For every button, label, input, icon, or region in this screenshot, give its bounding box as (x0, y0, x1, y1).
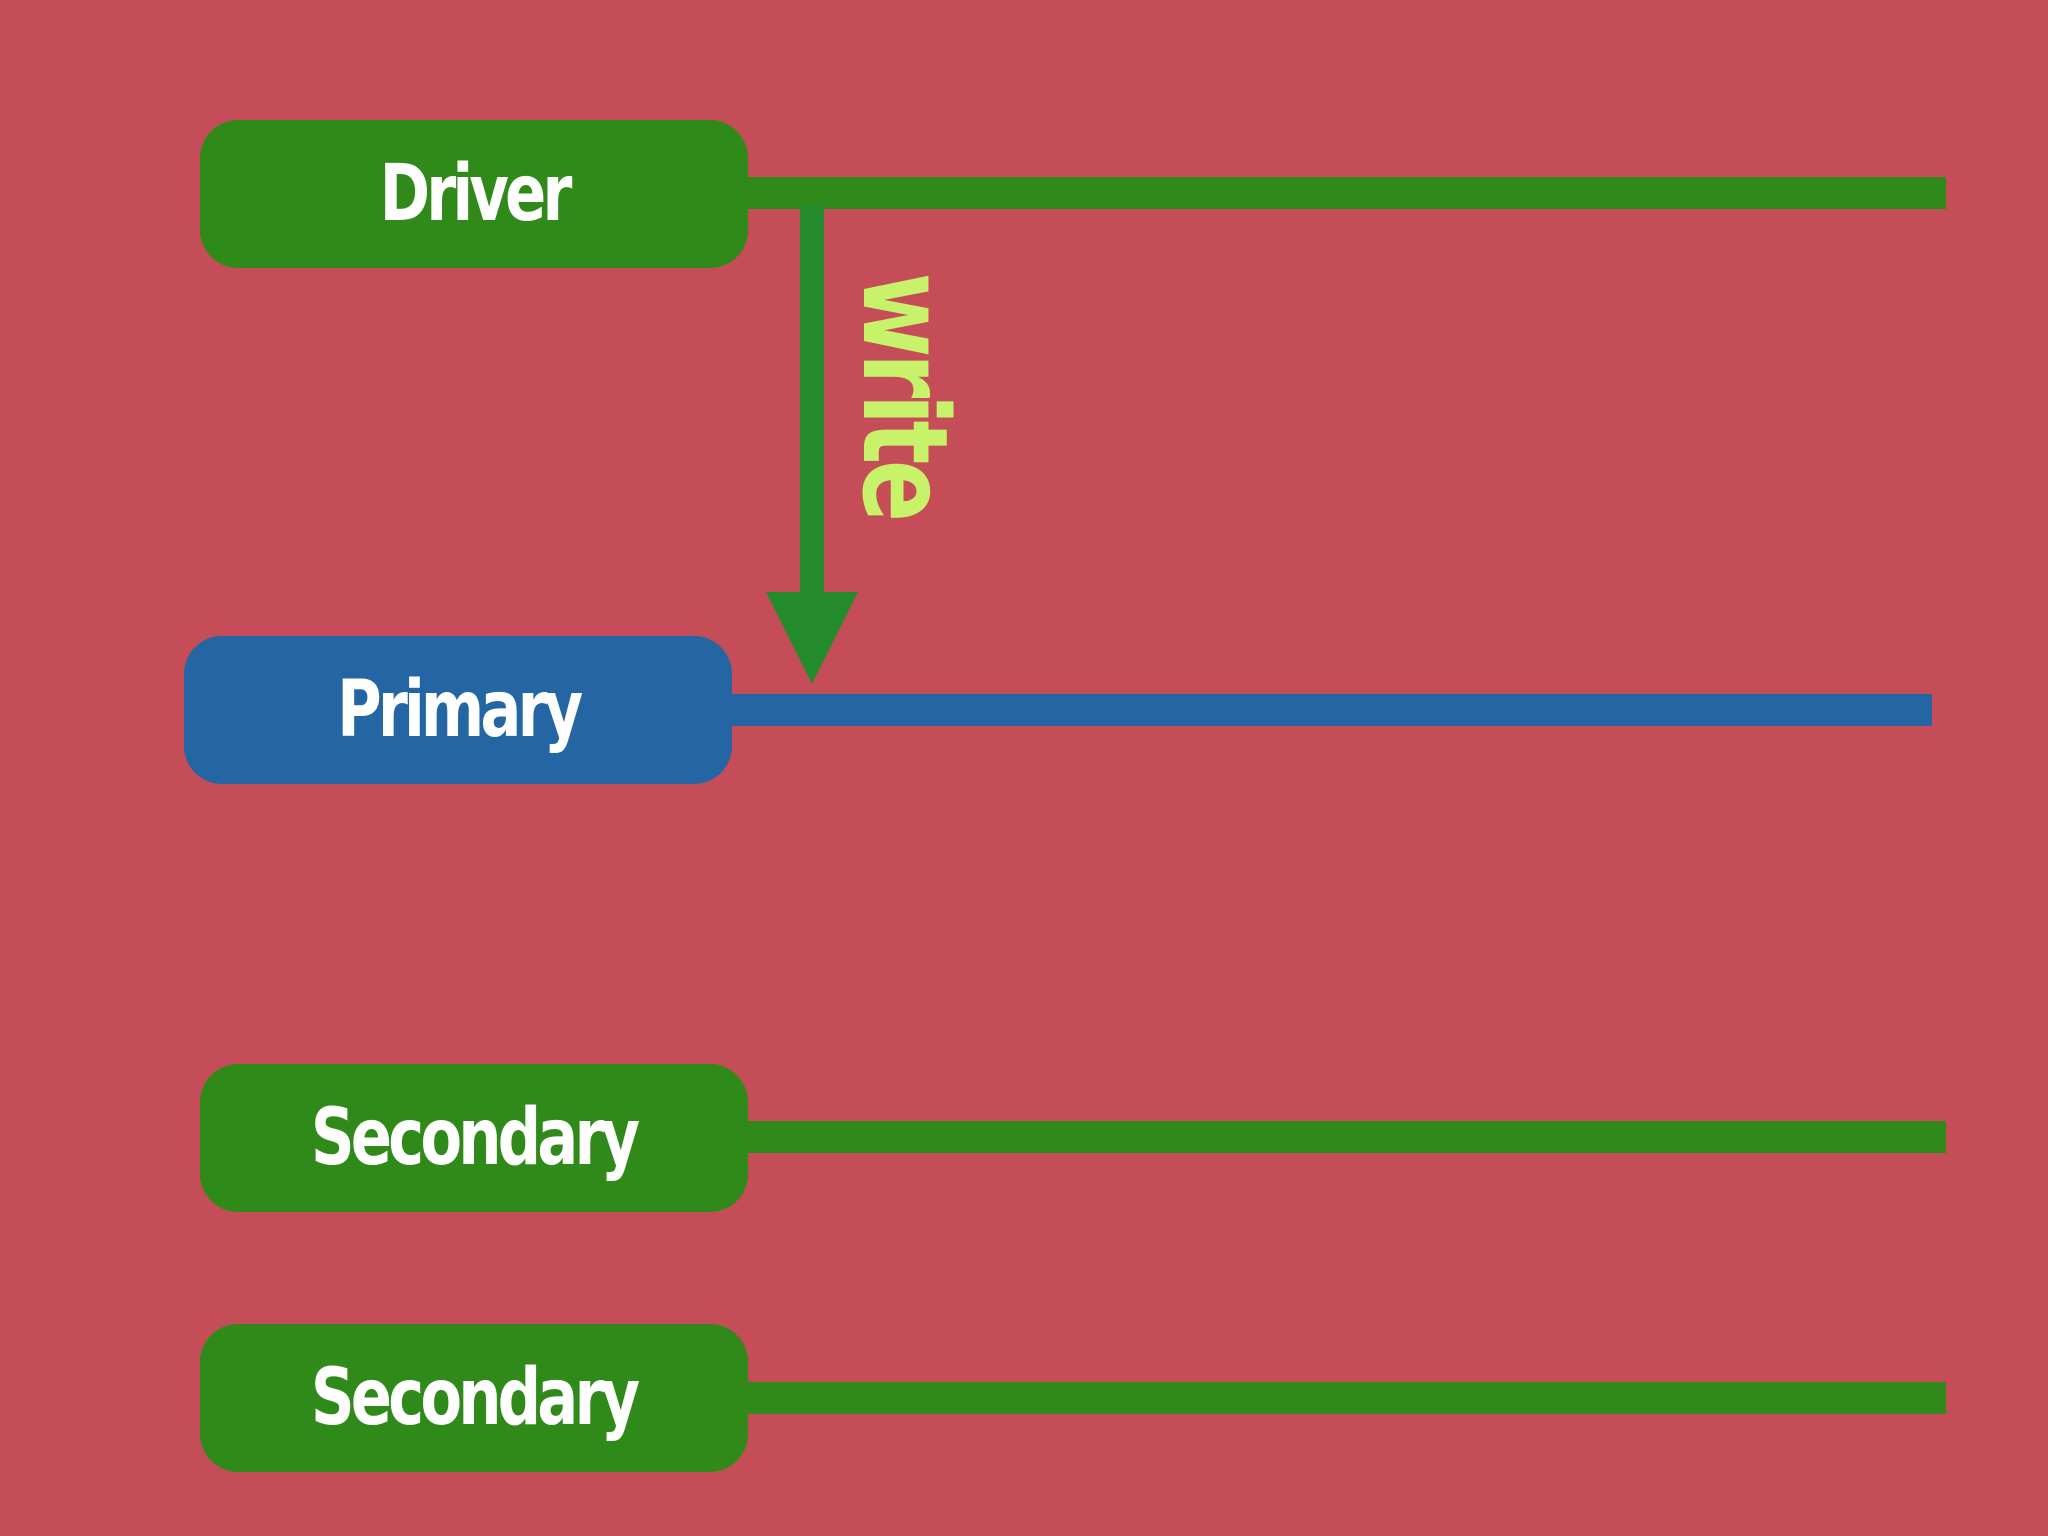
secondary-node-1: Secondary (200, 1064, 748, 1212)
secondary-timeline-2 (740, 1382, 1946, 1414)
write-arrow-head (766, 592, 858, 684)
secondary-label-2: Secondary (311, 1353, 640, 1443)
write-arrow-shaft (800, 205, 824, 600)
primary-label: Primary (336, 665, 583, 755)
driver-node: Driver (200, 120, 748, 268)
secondary-node-2: Secondary (200, 1324, 748, 1472)
secondary-timeline-1 (740, 1121, 1946, 1153)
driver-label: Driver (379, 149, 573, 239)
driver-timeline (740, 177, 1946, 209)
secondary-label-1: Secondary (311, 1093, 640, 1183)
write-label-text: write (836, 272, 974, 518)
primary-timeline (724, 694, 1932, 726)
primary-node: Primary (184, 636, 732, 784)
